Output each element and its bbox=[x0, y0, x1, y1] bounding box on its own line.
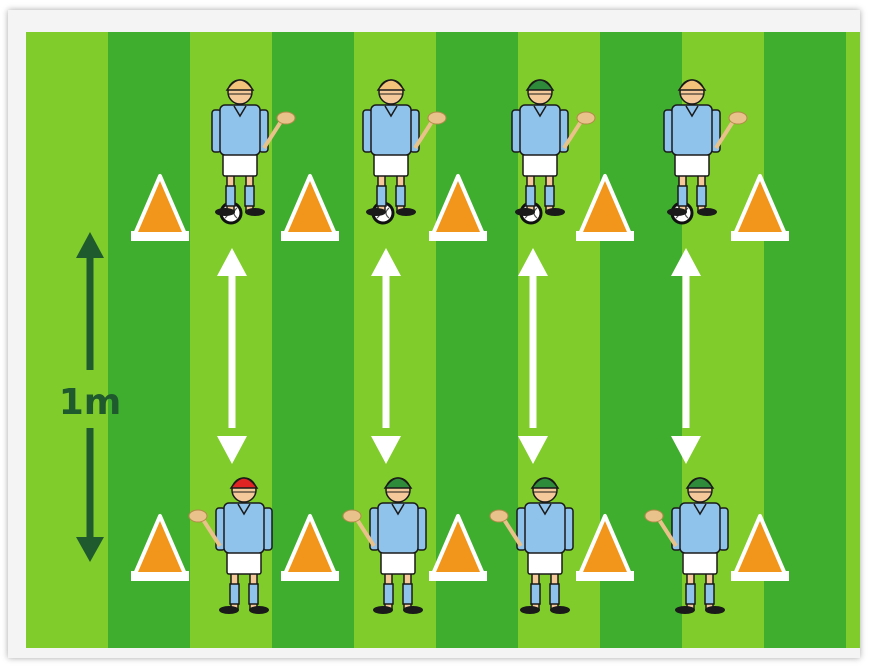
hurley-bas bbox=[277, 112, 295, 124]
diagram-frame: 1m bbox=[8, 10, 860, 658]
player-jersey bbox=[520, 105, 560, 155]
player-sock bbox=[377, 186, 386, 206]
player-sock bbox=[249, 584, 258, 604]
player-sock bbox=[531, 584, 540, 604]
drill-diagram: 1m bbox=[8, 10, 860, 658]
player-boot bbox=[249, 606, 269, 614]
hurley-bas bbox=[343, 510, 361, 522]
player-jersey bbox=[224, 503, 264, 553]
player-sock bbox=[550, 584, 559, 604]
player-boot bbox=[705, 606, 725, 614]
player-boot bbox=[373, 606, 393, 614]
hurley-bas bbox=[189, 510, 207, 522]
player-sock bbox=[226, 186, 235, 206]
player-sock bbox=[526, 186, 535, 206]
player-sock bbox=[545, 186, 554, 206]
player-boot bbox=[520, 606, 540, 614]
player-boot bbox=[245, 208, 265, 216]
player-boot bbox=[515, 208, 535, 216]
player-jersey bbox=[525, 503, 565, 553]
hurley-bas bbox=[729, 112, 747, 124]
player-sock bbox=[705, 584, 714, 604]
player-boot bbox=[219, 606, 239, 614]
player-boot bbox=[215, 208, 235, 216]
player-boot bbox=[675, 606, 695, 614]
scale-label: 1m bbox=[59, 382, 122, 423]
player-sock bbox=[678, 186, 687, 206]
player-jersey bbox=[680, 503, 720, 553]
player-boot bbox=[697, 208, 717, 216]
player-jersey bbox=[672, 105, 712, 155]
player-sock bbox=[686, 584, 695, 604]
hurley-bas bbox=[428, 112, 446, 124]
player-sock bbox=[384, 584, 393, 604]
player-jersey bbox=[378, 503, 418, 553]
hurley-bas bbox=[577, 112, 595, 124]
player-sock bbox=[230, 584, 239, 604]
player-sock bbox=[403, 584, 412, 604]
player-sock bbox=[245, 186, 254, 206]
player-sock bbox=[697, 186, 706, 206]
player-boot bbox=[366, 208, 386, 216]
hurley-bas bbox=[645, 510, 663, 522]
player-boot bbox=[667, 208, 687, 216]
player-jersey bbox=[371, 105, 411, 155]
player-sock bbox=[396, 186, 405, 206]
player-jersey bbox=[220, 105, 260, 155]
player-boot bbox=[396, 208, 416, 216]
player-boot bbox=[550, 606, 570, 614]
hurley-bas bbox=[490, 510, 508, 522]
player-boot bbox=[403, 606, 423, 614]
player-boot bbox=[545, 208, 565, 216]
